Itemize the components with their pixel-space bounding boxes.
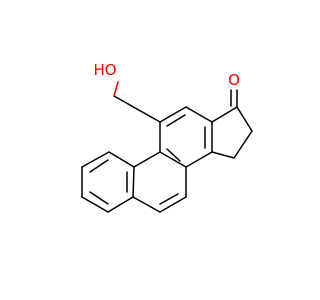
- bond: [81, 151, 110, 168]
- bond-inner: [159, 193, 179, 205]
- bond: [132, 196, 161, 213]
- bond-inner: [89, 159, 109, 173]
- bond: [233, 130, 253, 159]
- bond: [185, 106, 213, 123]
- bond: [236, 106, 253, 132]
- ring-a: [81, 151, 135, 213]
- bond-inner: [166, 148, 181, 162]
- bond: [108, 151, 135, 168]
- bond-inner: [166, 114, 186, 127]
- bond-inner: [89, 191, 109, 205]
- bond: [185, 151, 213, 168]
- hydroxymethyl-group: HO: [93, 61, 161, 123]
- ketone-group: O: [228, 71, 240, 108]
- hydroxyl-label: HO: [93, 61, 116, 79]
- ketone-oxygen-label: O: [228, 71, 240, 89]
- bond: [81, 196, 109, 213]
- molecule-structure: O HO: [81, 61, 253, 213]
- bond: [132, 166, 135, 198]
- ring-b: [132, 151, 187, 213]
- bond: [107, 196, 134, 213]
- bond: [133, 151, 161, 168]
- bond: [211, 106, 238, 123]
- ring-d: [211, 106, 253, 159]
- bond: [159, 106, 187, 123]
- bond: [159, 151, 187, 168]
- hydroxyl-bond: [113, 81, 119, 97]
- bond: [159, 196, 187, 213]
- bond: [211, 151, 235, 159]
- ring-c: [159, 106, 213, 168]
- bond: [113, 95, 161, 123]
